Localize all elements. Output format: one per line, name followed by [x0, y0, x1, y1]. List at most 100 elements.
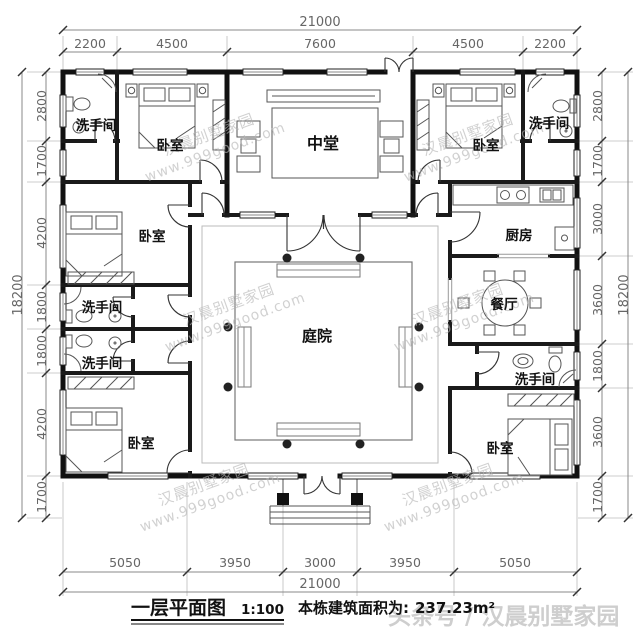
- room-label-dining: 餐厅: [490, 296, 519, 313]
- door-main-gate: [303, 475, 341, 495]
- window: [573, 351, 581, 381]
- dim-right-3: 3600: [590, 284, 605, 316]
- door-bedroom-bottomright: [449, 451, 473, 475]
- porch-column: [351, 493, 363, 505]
- opening-dining-corridor: [447, 278, 453, 322]
- door-hall-north: [384, 57, 414, 73]
- room-label-bathroom-topleft: 洗手间: [76, 117, 117, 134]
- dim-left-1: 1700: [34, 145, 49, 177]
- sink: [512, 353, 534, 369]
- hall-furniture: [236, 89, 404, 179]
- bathroom-left2-fixtures: [63, 334, 122, 372]
- shower: [63, 286, 82, 305]
- dim-right-1: 1700: [590, 145, 605, 177]
- door-bedroom-topright: [417, 159, 441, 183]
- dim-right-5: 3600: [590, 416, 605, 448]
- toilet: [548, 355, 562, 373]
- stove: [496, 186, 530, 204]
- room-label-bedroom-topright: 卧室: [473, 137, 500, 154]
- furniture: [63, 73, 577, 476]
- kitchen-furniture: [452, 184, 575, 251]
- windows: [59, 68, 581, 480]
- doors: [94, 57, 551, 495]
- dim-top-2: 7600: [304, 36, 336, 51]
- room-label-bathroom-right: 洗手间: [515, 371, 556, 388]
- dim-left-0: 2800: [34, 90, 49, 122]
- dim-bottom-0: 5050: [109, 555, 141, 570]
- courtyard-structure: [201, 225, 439, 525]
- dim-bottom-3: 3950: [389, 555, 421, 570]
- door-bathroom-right: [476, 351, 500, 375]
- bathroom-left1-fixtures: [63, 286, 122, 324]
- window: [573, 94, 581, 128]
- room-label-bathroom-topright: 洗手间: [529, 115, 570, 132]
- door-bathroom-topleft: [94, 120, 116, 142]
- window: [535, 68, 565, 76]
- dim-bottom-4: 5050: [499, 555, 531, 570]
- wardrobe: [416, 99, 430, 151]
- window: [341, 472, 393, 480]
- toilet: [75, 334, 93, 348]
- dim-bottom-total: 21000: [299, 577, 340, 592]
- dim-bottom-2: 3000: [304, 555, 336, 570]
- shower: [558, 369, 577, 388]
- window: [75, 68, 105, 76]
- room-label-bedroom-topleft: 卧室: [157, 137, 184, 154]
- door-bathroom-topright: [529, 120, 551, 142]
- window: [107, 472, 169, 480]
- window: [469, 472, 541, 480]
- door-bedroom-left: [167, 204, 191, 228]
- toilet: [73, 97, 91, 111]
- bathroom-topright-fixtures: [527, 73, 577, 138]
- dim-left-total: 18200: [11, 274, 26, 315]
- building-area-text: 本栋建筑面积为:237.23m²: [298, 599, 495, 617]
- fridge: [554, 226, 575, 251]
- dim-top-total: 21000: [299, 15, 340, 30]
- dim-left-2: 4200: [34, 217, 49, 249]
- dim-top-4: 2200: [534, 36, 566, 51]
- window: [59, 389, 67, 456]
- door-bedroom-bottomleft: [166, 449, 191, 474]
- window: [239, 211, 276, 219]
- window: [573, 269, 581, 331]
- bed-top-right: [416, 83, 516, 151]
- window: [59, 292, 67, 322]
- room-label-bedroom-bottomleft: 卧室: [128, 435, 155, 452]
- sink: [72, 120, 86, 134]
- window: [247, 472, 299, 480]
- dim-right-total: 18200: [617, 274, 632, 315]
- room-label-bathroom-left2: 洗手间: [82, 355, 123, 372]
- dim-right-4: 1800: [590, 350, 605, 382]
- kitchen-sink: [539, 187, 565, 203]
- footer-byline-watermark: 头条号 / 汉晨别墅家园: [388, 603, 619, 630]
- room-label-hall: 中堂: [307, 134, 339, 153]
- shower: [63, 353, 82, 372]
- window: [459, 68, 516, 76]
- dim-left-4: 1800: [34, 335, 49, 367]
- dim-top-1: 4500: [156, 36, 188, 51]
- room-label-kitchen: 厨房: [506, 227, 533, 244]
- sink: [108, 309, 122, 323]
- toilet: [75, 309, 93, 323]
- sink: [559, 124, 573, 138]
- window: [371, 211, 408, 219]
- dim-top-0: 2200: [74, 36, 106, 51]
- drawing-title: 一层平面图: [131, 597, 226, 619]
- door-kitchen: [449, 211, 481, 243]
- door-passage-right: [415, 192, 439, 216]
- wardrobe: [212, 99, 226, 151]
- bed-top-left: [125, 83, 226, 151]
- room-label-bathroom-left1: 洗手间: [82, 299, 123, 316]
- porch-column: [277, 493, 289, 505]
- shower: [97, 73, 117, 93]
- footer: 头条号 / 汉晨别墅家园 一层平面图 1:100 本栋建筑面积为:237.23m…: [131, 597, 619, 630]
- sink: [108, 336, 122, 350]
- drawing-scale: 1:100: [241, 602, 284, 618]
- bathroom-right-fixtures: [512, 346, 577, 388]
- bathroom-topleft-fixtures: [65, 73, 117, 134]
- shower: [527, 73, 547, 93]
- dim-left-3: 1800: [34, 291, 49, 323]
